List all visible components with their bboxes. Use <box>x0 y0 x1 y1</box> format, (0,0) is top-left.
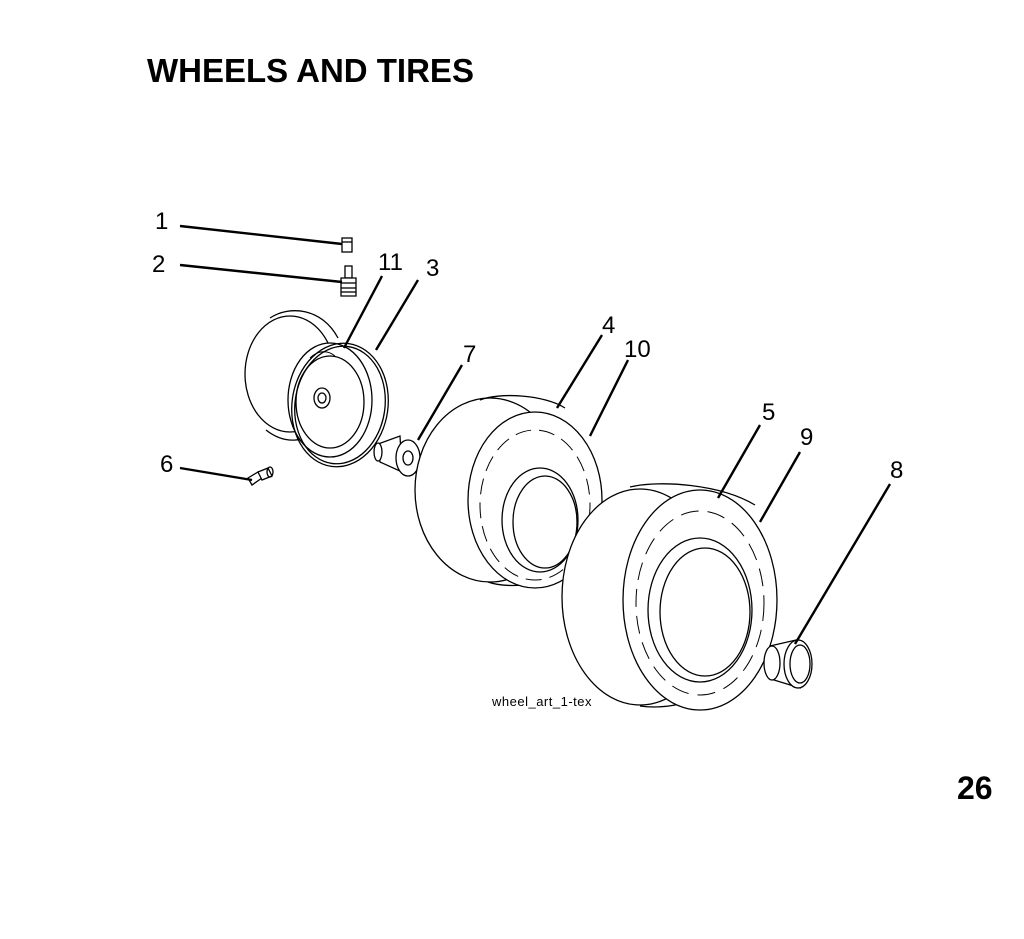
callout-10: 10 <box>624 336 651 363</box>
front-tire-part <box>414 394 603 589</box>
callout-11: 11 <box>378 249 403 276</box>
grease-fitting-part <box>247 466 274 486</box>
callout-3: 3 <box>426 255 439 282</box>
valve-cap-part <box>341 237 353 253</box>
valve-stem-part <box>340 265 357 297</box>
rim-seal-part <box>291 342 389 468</box>
bushing-part <box>373 435 421 477</box>
page-title: WHEELS AND TIRES <box>147 52 474 89</box>
callout-4: 4 <box>602 312 615 339</box>
leader-lines <box>179 224 892 645</box>
rear-tire-part <box>561 483 778 711</box>
callout-2: 2 <box>152 251 165 278</box>
callout-5: 5 <box>762 399 775 426</box>
callout-1: 1 <box>155 208 168 235</box>
page-number: 26 <box>957 770 993 806</box>
callout-8: 8 <box>890 457 903 484</box>
wheel-rim-part <box>244 310 373 458</box>
callout-9: 9 <box>800 424 813 451</box>
hub-cap-part <box>763 639 813 689</box>
callout-7: 7 <box>463 341 476 368</box>
art-reference-id: wheel_art_1-tex <box>491 694 592 709</box>
callout-6: 6 <box>160 451 173 478</box>
